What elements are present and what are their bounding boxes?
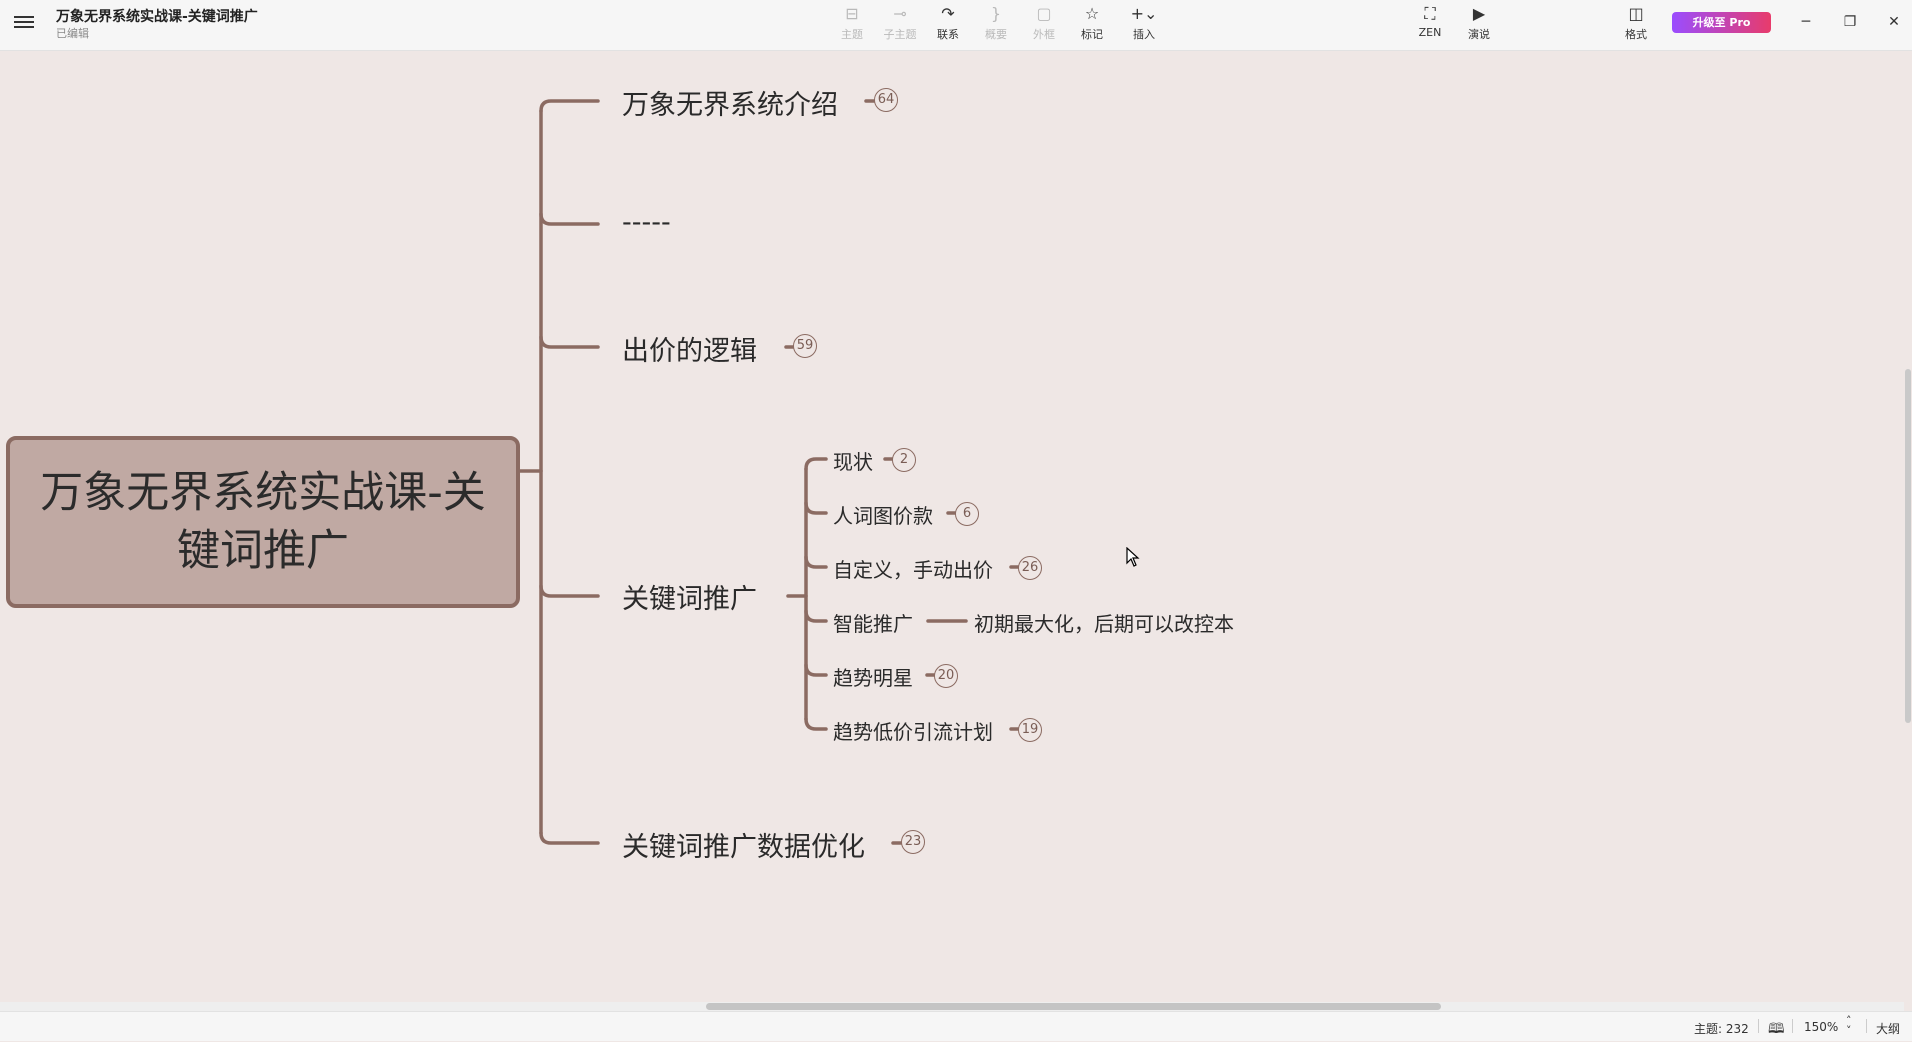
subtopic-custom-manual-bid[interactable]: 自定义，手动出价 xyxy=(833,558,993,582)
format-label: 格式 xyxy=(1625,28,1647,41)
present-button[interactable]: ▶ 演说 xyxy=(1455,5,1503,42)
topic-button[interactable]: ⊟ 主题 xyxy=(828,5,876,42)
mouse-cursor-icon xyxy=(1126,547,1140,567)
collapse-count-badge[interactable]: 2 xyxy=(892,448,916,472)
marker-label: 标记 xyxy=(1081,28,1103,41)
summary-icon: } xyxy=(990,4,1002,23)
fullscreen-icon: ⛶ xyxy=(1424,4,1436,23)
play-icon: ▶ xyxy=(1472,4,1486,23)
subtopic-label: 子主题 xyxy=(883,28,917,41)
subtopic-status[interactable]: 现状 xyxy=(833,450,873,474)
star-icon: ☆ xyxy=(1084,4,1100,23)
zoom-level[interactable]: 150% xyxy=(1804,1020,1839,1034)
subtopic-branch-line xyxy=(804,717,828,731)
topic-bid-logic[interactable]: 出价的逻辑 xyxy=(622,336,757,367)
document-title: 万象无界系统实战课-关键词推广 xyxy=(56,9,258,25)
title-bar: 万象无界系统实战课-关键词推广 已编辑 ⊟ 主题 ⊸ 子主题 ↷ 联系 } 概要 ▢ 外框… xyxy=(0,0,1912,51)
plus-icon: +⌄ xyxy=(1130,4,1158,23)
insert-label: 插入 xyxy=(1133,28,1155,41)
zen-label: ZEN xyxy=(1418,26,1442,39)
subtopic-trend-low-price[interactable]: 趋势低价引流计划 xyxy=(833,720,993,744)
mindmap-canvas[interactable]: 万象无界系统实战课-关键词推广 万象无界系统介绍 64 ----- 出价的逻辑 … xyxy=(0,51,1905,1001)
upgrade-pro-button[interactable]: 升级至 Pro xyxy=(1672,12,1771,33)
subtopic-trend-star[interactable]: 趋势明星 xyxy=(833,666,913,690)
close-icon[interactable]: ✕ xyxy=(1888,14,1900,30)
status-divider xyxy=(1792,1019,1793,1033)
leaf-topic-note[interactable]: 初期最大化，后期可以改控本 xyxy=(974,612,1234,636)
subtopic-icon: ⊸ xyxy=(893,4,907,23)
topic-divider[interactable]: ----- xyxy=(622,207,671,238)
horizontal-scroll-thumb[interactable] xyxy=(706,1003,1441,1010)
vertical-scroll-thumb[interactable] xyxy=(1905,369,1911,723)
topic-keyword-promotion[interactable]: 关键词推广 xyxy=(622,584,757,615)
outline-button[interactable]: 大纲 xyxy=(1876,1022,1901,1036)
connector-lines xyxy=(518,99,1020,845)
collapse-count-badge[interactable]: 19 xyxy=(1018,718,1042,742)
collapse-count-badge[interactable]: 26 xyxy=(1018,556,1042,580)
summary-button[interactable]: } 概要 xyxy=(972,5,1020,42)
relationship-button[interactable]: ↷ 联系 xyxy=(924,5,972,42)
boundary-button[interactable]: ▢ 外框 xyxy=(1020,5,1068,42)
boundary-icon: ▢ xyxy=(1036,4,1052,23)
hamburger-menu-icon[interactable] xyxy=(14,13,34,33)
subtopic-branch-line xyxy=(804,609,828,623)
subtopic-rencitujiakuan[interactable]: 人词图价款 xyxy=(833,504,933,528)
topic-data-optimization[interactable]: 关键词推广数据优化 xyxy=(622,832,865,863)
collapse-count-badge[interactable]: 20 xyxy=(934,664,958,688)
topic-branch-line xyxy=(539,212,600,226)
subtopic-branch-line xyxy=(804,555,828,569)
summary-label: 概要 xyxy=(985,28,1007,41)
format-button[interactable]: ◫ 格式 xyxy=(1612,5,1660,42)
subtopic-smart-promotion[interactable]: 智能推广 xyxy=(833,612,913,636)
relationship-label: 联系 xyxy=(937,28,959,41)
status-bar: 主题: 232 🕮 150% ˄˅ 大纲 xyxy=(0,1011,1912,1041)
boundary-label: 外框 xyxy=(1033,28,1055,41)
topic-branch-line xyxy=(539,831,600,845)
topic-intro[interactable]: 万象无界系统介绍 xyxy=(622,90,838,121)
zoom-stepper-icon[interactable]: ˄˅ xyxy=(1846,1014,1852,1037)
status-divider xyxy=(1866,1019,1867,1033)
subtopic-branch-line xyxy=(804,663,828,677)
central-topic[interactable]: 万象无界系统实战课-关键词推广 xyxy=(6,436,520,608)
marker-button[interactable]: ☆ 标记 xyxy=(1068,5,1116,42)
present-label: 演说 xyxy=(1468,28,1490,41)
subtopic-button[interactable]: ⊸ 子主题 xyxy=(876,5,924,42)
vertical-scrollbar[interactable] xyxy=(1904,51,1912,1039)
collapse-count-badge[interactable]: 6 xyxy=(955,502,979,526)
book-icon[interactable]: 🕮 xyxy=(1768,1021,1785,1037)
restore-icon[interactable]: ❐ xyxy=(1843,14,1857,30)
horizontal-scrollbar[interactable] xyxy=(0,1002,1905,1011)
topic-branch-line xyxy=(539,584,600,598)
topic-branch-line xyxy=(539,99,600,113)
topic-icon: ⊟ xyxy=(845,4,859,23)
zen-button[interactable]: ⛶ ZEN xyxy=(1406,4,1454,40)
central-topic-label: 万象无界系统实战课-关键词推广 xyxy=(40,468,486,576)
minimize-icon[interactable]: ─ xyxy=(1801,14,1811,30)
panel-icon: ◫ xyxy=(1628,4,1644,23)
relationship-icon: ↷ xyxy=(941,4,955,23)
topic-count: 主题: 232 xyxy=(1694,1022,1749,1036)
subtopic-branch-line xyxy=(804,457,828,471)
document-status: 已编辑 xyxy=(56,27,89,40)
collapse-count-badge[interactable]: 23 xyxy=(901,830,925,854)
topic-branch-line xyxy=(539,335,600,349)
collapse-count-badge[interactable]: 59 xyxy=(793,334,817,358)
status-divider xyxy=(1758,1019,1759,1033)
topic-label: 主题 xyxy=(841,28,863,41)
insert-button[interactable]: +⌄ 插入 xyxy=(1120,5,1168,42)
subtopic-branch-line xyxy=(804,501,828,515)
collapse-count-badge[interactable]: 64 xyxy=(874,88,898,112)
